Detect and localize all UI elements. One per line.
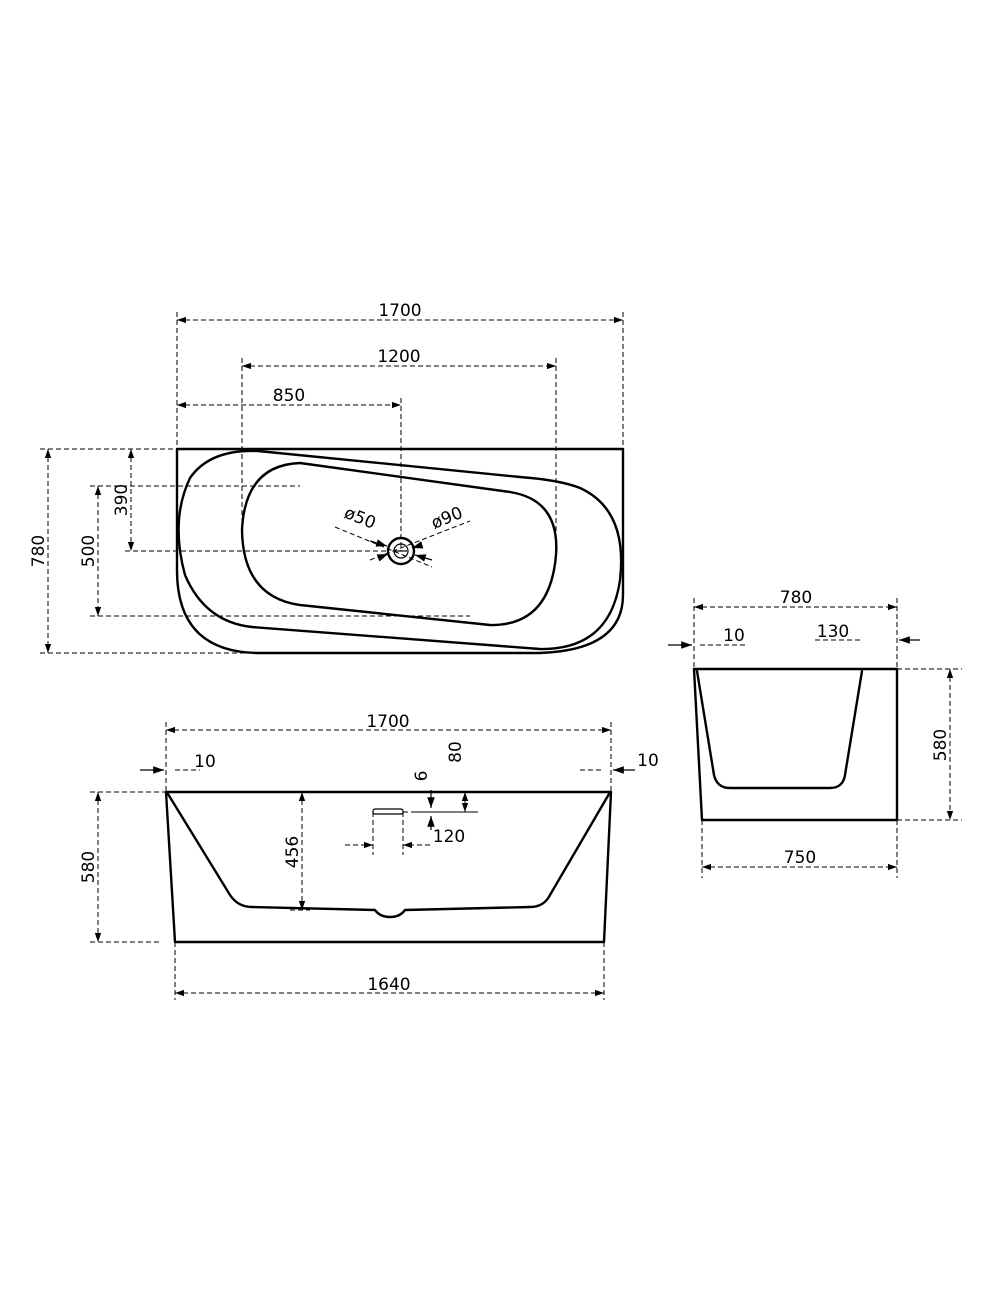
dim-drain-dia-small: ø50	[341, 503, 378, 534]
dim-side-inner-depth: 456	[283, 836, 303, 868]
dim-overflow-height: 80	[446, 741, 466, 763]
dim-plan-length: 1700	[378, 301, 421, 321]
side-basin-outline	[166, 792, 611, 919]
dim-end-top-width: 780	[780, 588, 812, 608]
dim-plan-width: 780	[29, 535, 49, 567]
dim-end-base-width: 750	[784, 848, 816, 868]
end-view: 780 10 130 580 750	[668, 588, 962, 878]
overflow-slot	[372, 808, 404, 815]
dim-side-height: 580	[79, 851, 99, 883]
plan-outer-outline	[175, 447, 625, 655]
dim-side-length: 1700	[366, 712, 409, 732]
end-basin-outline	[695, 669, 864, 790]
dim-overflow-gap: 6	[412, 771, 432, 782]
dim-plan-inner-width: 500	[79, 535, 99, 567]
dim-end-rim-left: 10	[723, 626, 745, 646]
dim-plan-drain-depth: 390	[112, 484, 132, 516]
dim-side-rim-right: 10	[637, 751, 659, 771]
dim-end-rim-right: 130	[817, 622, 849, 642]
dim-overflow-width: 120	[433, 827, 465, 847]
plan-basin-outline	[240, 461, 558, 627]
end-outer-outline	[692, 667, 899, 822]
dim-plan-drain-offset: 850	[273, 386, 305, 406]
side-view: 1700 10 10 580 456 80 6 120 1640	[79, 712, 659, 1000]
plan-view: 1700 1200 850 780 500 390 ø50 ø90	[29, 301, 625, 655]
dim-side-rim-left: 10	[194, 752, 216, 772]
dim-side-base-length: 1640	[367, 975, 410, 995]
plan-rim-outline	[177, 449, 623, 651]
dim-end-height: 580	[931, 729, 951, 761]
dim-plan-inner-length: 1200	[377, 347, 420, 367]
dim-drain-dia-large: ø90	[429, 503, 466, 534]
